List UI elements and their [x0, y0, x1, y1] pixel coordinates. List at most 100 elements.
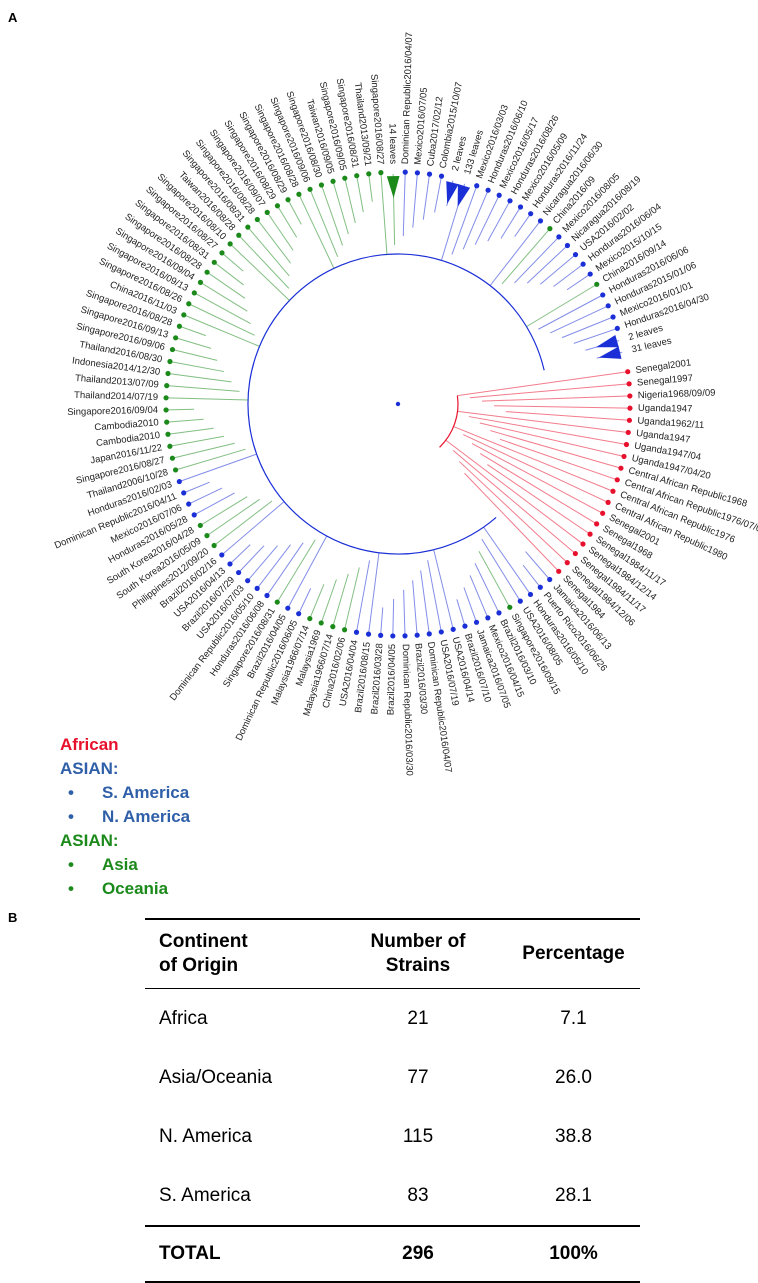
tip-dot: [169, 346, 176, 353]
tip-dot: [211, 259, 217, 265]
tip-dot: [414, 632, 420, 638]
tip-dot: [572, 550, 578, 557]
tip-dot: [176, 478, 182, 485]
branch: [514, 215, 530, 237]
branch: [479, 422, 623, 457]
tip-dot: [191, 512, 197, 518]
tip-dot: [594, 281, 600, 287]
branch: [462, 191, 488, 250]
tip-dot: [264, 209, 270, 215]
tip-dot: [176, 323, 183, 329]
tip-dot: [181, 312, 187, 318]
tip-dot: [610, 314, 616, 320]
branch: [538, 295, 602, 330]
tip-dot: [496, 192, 502, 198]
tip-dot: [564, 560, 570, 566]
cell-percentage: 26.0: [555, 1066, 592, 1088]
branch: [267, 213, 294, 251]
branch: [185, 481, 210, 493]
tip-dot: [318, 620, 324, 626]
tip-dot: [197, 522, 203, 529]
tree-tip-labels: Senegal2001Senegal1997Nigeria1968/09/09U…: [53, 32, 758, 776]
cell-continent: Asia/Oceania: [159, 1066, 273, 1088]
tip-dot: [186, 501, 192, 507]
tip-dot: [556, 568, 562, 574]
tip-dot: [163, 407, 169, 413]
tip-dot: [173, 335, 179, 341]
tip-dot: [414, 170, 420, 176]
cell-strains: 83: [407, 1184, 429, 1206]
tip-dot: [204, 533, 210, 539]
branch: [380, 174, 388, 255]
tip-dot: [627, 393, 633, 399]
branch: [561, 317, 612, 339]
branch: [201, 496, 248, 525]
tip-dot: [227, 241, 233, 247]
branch: [174, 442, 235, 459]
tip-dot: [507, 604, 513, 610]
branch: [427, 560, 442, 631]
branch: [526, 284, 596, 328]
tip-dot: [496, 610, 502, 616]
panel-a-label: A: [8, 10, 18, 25]
tip-dot: [618, 465, 624, 471]
tip-dot: [365, 631, 372, 637]
tip-dot: [390, 633, 396, 639]
tip-dot: [600, 510, 606, 516]
asian-clade-arc: [247, 253, 545, 555]
tip-dot: [564, 242, 571, 249]
tip-dot: [164, 383, 170, 389]
branch: [493, 405, 628, 409]
tip-dot: [378, 632, 384, 638]
root-node: [395, 401, 401, 407]
branch: [169, 427, 214, 435]
tip-dot: [172, 467, 179, 473]
branch: [514, 237, 558, 284]
branch: [566, 274, 589, 291]
tip-label: Cambodia2010: [94, 417, 159, 433]
tip-dot: [587, 531, 593, 537]
branch: [481, 395, 628, 402]
branch: [181, 453, 257, 482]
tip-dot: [219, 250, 225, 256]
tip-dot: [626, 417, 633, 423]
branch: [208, 272, 246, 299]
tip-dot: [605, 499, 611, 505]
branch: [457, 371, 626, 397]
branch: [420, 570, 430, 632]
tip-dot: [587, 271, 593, 277]
branch: [171, 435, 225, 447]
tip-dot: [594, 521, 600, 527]
tip-dot: [507, 198, 513, 204]
cell-continent: N. America: [159, 1125, 252, 1147]
legend-n-america: •N. America: [60, 805, 190, 829]
tip-dot: [197, 279, 204, 285]
branch: [321, 186, 344, 246]
branch: [267, 542, 304, 595]
branch: [168, 397, 249, 401]
tip-dot: [165, 431, 171, 437]
tree-legend: African ASIAN: •S. America •N. America A…: [60, 733, 190, 901]
tip-dot: [285, 605, 291, 611]
collapsed-clade-triangle: [596, 335, 619, 348]
tip-dot: [450, 626, 456, 632]
tip-dot: [307, 615, 313, 622]
tip-dot: [537, 218, 544, 224]
tip-dot: [330, 178, 336, 184]
cell-percentage: 28.1: [555, 1184, 592, 1206]
branch: [550, 306, 607, 334]
tip-dot: [342, 175, 348, 181]
tip-dot: [537, 584, 543, 590]
tip-dot: [614, 477, 620, 483]
cell-strains: 21: [407, 1007, 429, 1029]
cell-continent: Africa: [159, 1007, 208, 1029]
branch: [478, 550, 510, 606]
branch: [356, 177, 364, 213]
tip-dot: [245, 578, 251, 584]
branch: [208, 498, 260, 535]
branch: [526, 246, 567, 284]
tip-dot: [600, 292, 606, 298]
tip-dot: [167, 443, 173, 449]
branch: [201, 282, 248, 312]
